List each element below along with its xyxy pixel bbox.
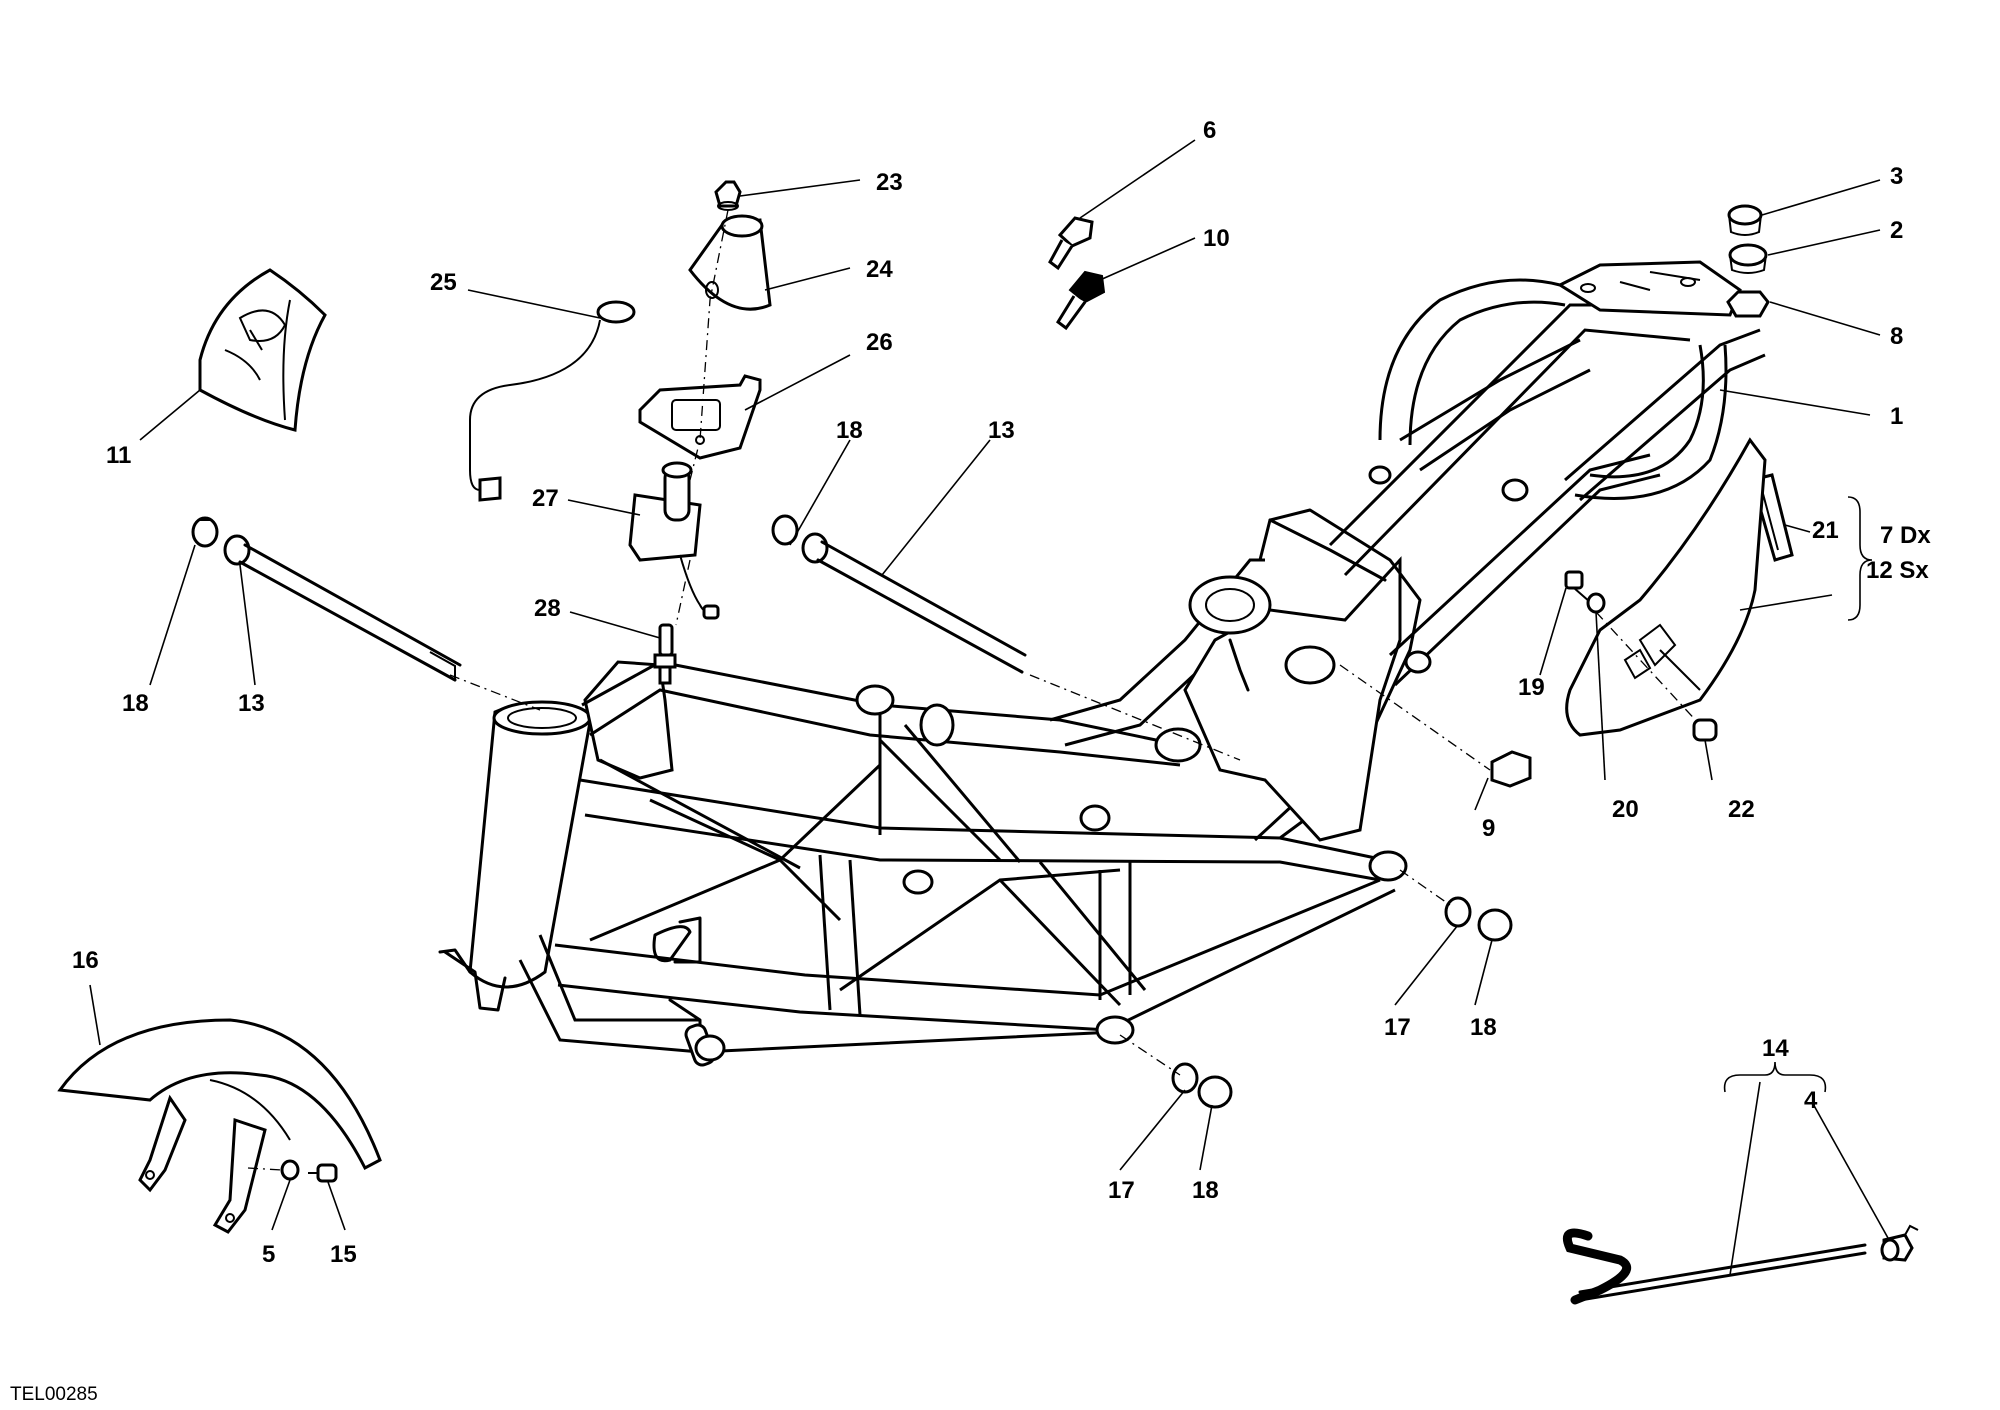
label-2: 2: [1890, 217, 1903, 244]
callout-labels: 23 24 26 25 27 28 6 10 3 2 8 1 21 7 Dx 1…: [72, 117, 1931, 1268]
label-12-sx: 12 Sx: [1866, 557, 1929, 584]
part-9-spacer: [1490, 750, 1532, 788]
part-10-key: [1056, 270, 1106, 331]
part-26-bracket: [638, 374, 762, 460]
label-26: 26: [866, 329, 893, 356]
label-28: 28: [534, 595, 561, 622]
label-10: 10: [1203, 225, 1230, 252]
label-25: 25: [430, 269, 457, 296]
part-3-grommet: [1727, 204, 1763, 236]
label-18-mid: 18: [836, 417, 863, 444]
part-5-washer: [280, 1159, 300, 1181]
part-8-nut: [1726, 290, 1770, 318]
part-4-clamp: [1880, 1224, 1919, 1262]
part-20-washer: [1586, 592, 1606, 614]
part-27-ignition: [628, 461, 720, 620]
part-24-head-cover: [688, 214, 772, 311]
label-22: 22: [1728, 796, 1755, 823]
label-17-lower: 17: [1108, 1177, 1135, 1204]
label-4: 4: [1804, 1087, 1818, 1114]
trellis-frame: [438, 260, 1766, 1067]
label-15: 15: [330, 1241, 357, 1268]
label-1: 1: [1890, 403, 1903, 430]
label-19: 19: [1518, 674, 1545, 701]
label-3: 3: [1890, 163, 1903, 190]
leader-lines: [89, 139, 1889, 1276]
part-11-bag: [198, 268, 327, 432]
label-16: 16: [72, 947, 99, 974]
part-17-nut-lower: [1171, 1062, 1199, 1094]
part-28-sensor: [653, 623, 677, 685]
part-15-screw: [308, 1163, 338, 1183]
label-20: 20: [1612, 796, 1639, 823]
part-13-bolt-mid: [801, 532, 1027, 674]
part-19-screw: [1564, 570, 1591, 603]
assembly-lines: [247, 209, 1701, 1171]
part-23-cap: [714, 180, 742, 211]
part-18-nut-left: [191, 516, 219, 548]
label-11: 11: [106, 442, 131, 469]
part-6-key: [1048, 216, 1094, 271]
part-13-bolt-left: [223, 534, 462, 682]
part-17-nut-upper: [1444, 896, 1472, 928]
part-22-bush: [1692, 718, 1718, 742]
label-14: 14: [1762, 1035, 1789, 1062]
part-18-nut-mid: [771, 514, 799, 546]
label-5: 5: [262, 1241, 275, 1268]
part-18-cap-lower: [1197, 1075, 1233, 1109]
part-14-rod: [1562, 1228, 1867, 1305]
part-18-cap-upper: [1477, 908, 1513, 942]
label-9: 9: [1482, 815, 1495, 842]
label-7-dx: 7 Dx: [1880, 522, 1931, 549]
part-2-washer: [1728, 243, 1768, 274]
label-6: 6: [1203, 117, 1216, 144]
label-18-left: 18: [122, 690, 149, 717]
label-27: 27: [532, 485, 559, 512]
label-18-lower: 18: [1192, 1177, 1219, 1204]
label-24: 24: [866, 256, 893, 283]
drawing-reference: TEL00285: [10, 1384, 98, 1405]
label-18-upper: 18: [1470, 1014, 1497, 1041]
label-23: 23: [876, 169, 903, 196]
label-17-upper: 17: [1384, 1014, 1411, 1041]
part-25-wire: [469, 300, 636, 502]
label-13-mid: 13: [988, 417, 1015, 444]
part-7-12-side-panel: [1565, 437, 1767, 737]
label-21: 21: [1812, 517, 1839, 544]
label-13-left: 13: [238, 690, 265, 717]
label-8: 8: [1890, 323, 1903, 350]
part-16-mudguard: [57, 1018, 382, 1234]
